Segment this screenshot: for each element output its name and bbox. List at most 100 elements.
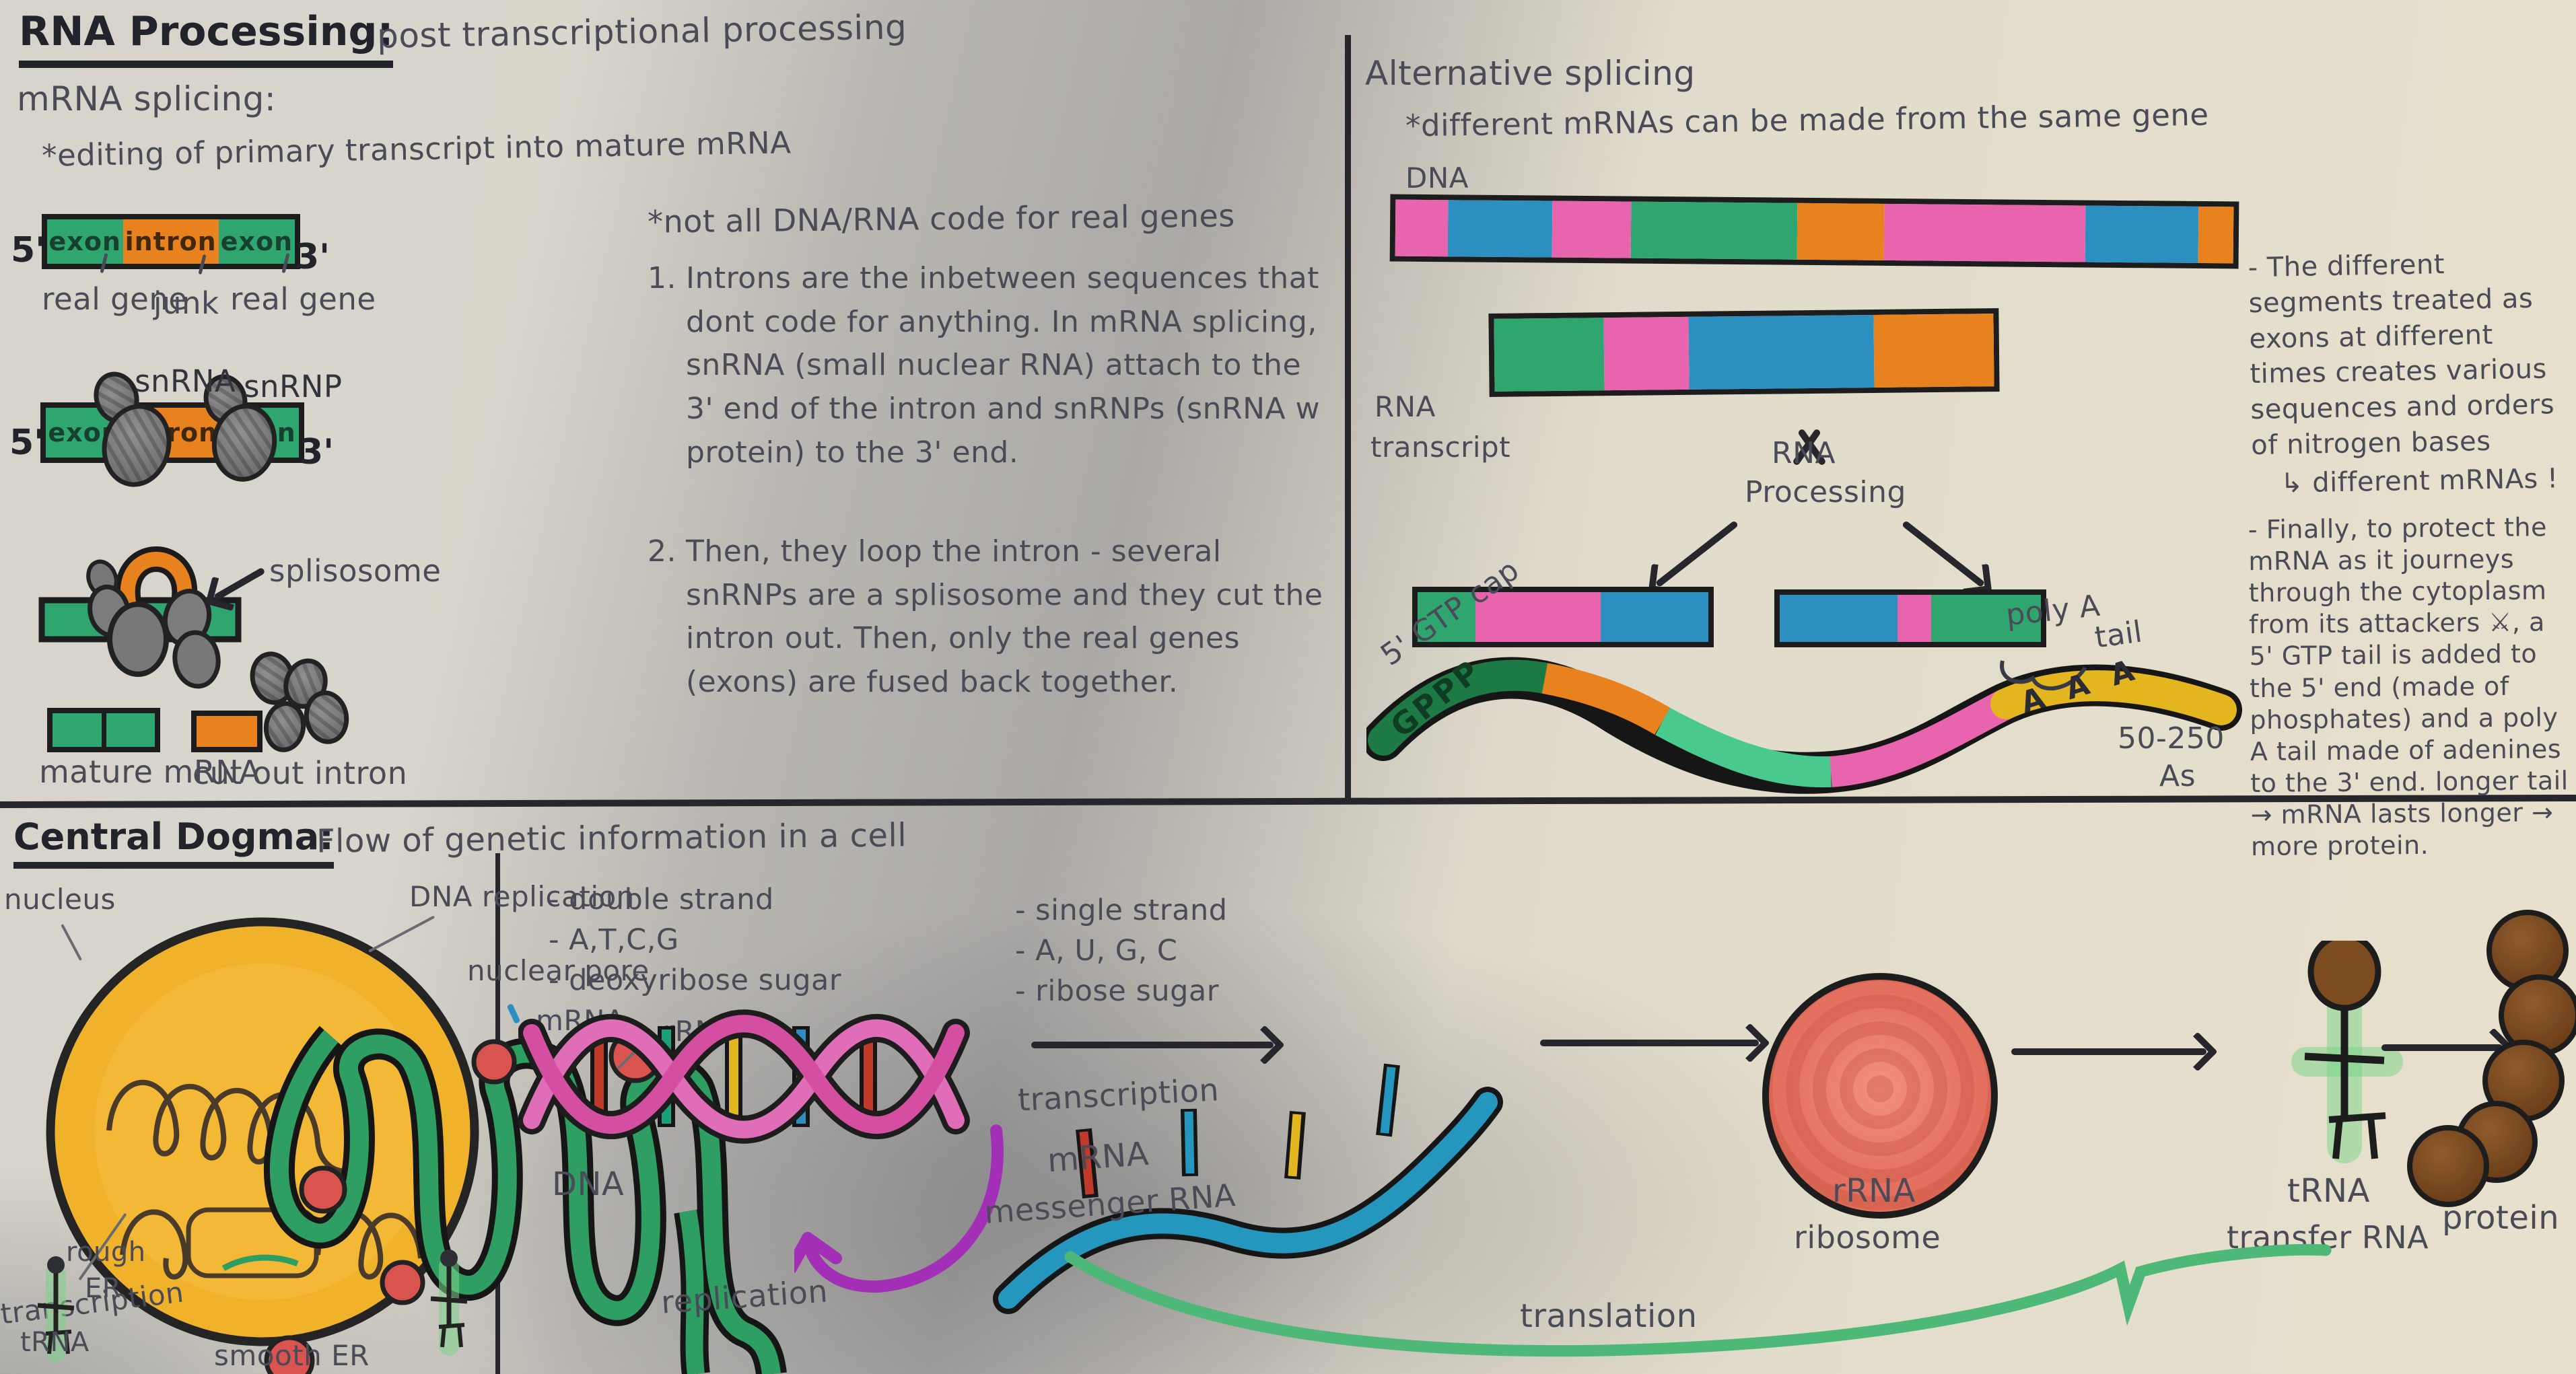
point-2-number: 2. (648, 534, 676, 569)
d2-five-prime: 5' (9, 423, 45, 463)
alt-result-bar-b (1774, 589, 2046, 647)
point-1-text: Introns are the inbetween sequences that… (685, 261, 1321, 470)
ribosome-dot (299, 1165, 347, 1214)
ribosome-circle (1762, 973, 1998, 1219)
mrna-to-ribosome-arrow (1540, 1040, 1759, 1046)
trna-head (440, 1250, 458, 1267)
trna-amino-acid (2307, 941, 2381, 1011)
dna-note-line-3: - deoxyribose sugar (549, 964, 842, 997)
ribosome-dot (264, 1335, 315, 1374)
mrna-note-line-2: - A, U, G, C (1015, 934, 1178, 968)
bar-segment (1873, 314, 1994, 388)
mrna-base-ticks (1076, 1063, 1400, 1199)
splicing-point-1: 1. Introns are the inbetween sequences t… (648, 257, 1331, 474)
trna-base (438, 1323, 465, 1348)
dna-label: DNA (552, 1165, 625, 1203)
translation-brace (1064, 1243, 2332, 1357)
processing-arrow-left (1655, 520, 1739, 588)
alt-rna-transcript-bar (1488, 308, 2000, 397)
alt-splicing-note: *different mRNAs can be made from the sa… (1405, 96, 2209, 144)
trna-small-label: tRNA (20, 1327, 90, 1358)
ribbon-green-segment (1655, 707, 1832, 788)
replication-arrowhead (794, 1232, 842, 1274)
trna-crossbar (430, 1296, 468, 1304)
dna-note-line-1: - double strand (549, 883, 774, 916)
page-subtitle: post transcriptional processing (376, 7, 907, 56)
mrna-splicing-heading: mRNA splicing: (17, 79, 277, 118)
protein-label: protein (2442, 1199, 2560, 1237)
bar-segment (1688, 314, 1875, 390)
trna-base (45, 1330, 72, 1354)
page-title-text: RNA Processing: (19, 8, 394, 55)
rrna-label-1: rRNA (1832, 1172, 1916, 1210)
snrnp-label: snRNP (244, 369, 343, 404)
rough-er-label-2: ER (85, 1273, 122, 1304)
caret-up-icon (1782, 392, 1836, 432)
alt-rna-label-2: transcript (1370, 431, 1511, 464)
point-1-number: 1. (648, 261, 676, 295)
rna-processing-label-2: Processing (1745, 475, 1906, 509)
cut-intron-bar (191, 711, 263, 752)
bar-segment (1883, 203, 2085, 262)
bar-segment (1897, 595, 1932, 642)
alt-note-2: - Finally, to protect the mRNA as it jou… (2248, 512, 2569, 862)
intron-loop (120, 552, 193, 608)
bar-segment (197, 716, 257, 747)
cut-intron-label: cut out intron (193, 755, 408, 791)
vertical-divider-top (1345, 35, 1351, 802)
bar-segment (53, 713, 102, 747)
trna-crossbar (37, 1303, 75, 1311)
alt-note-1b: ↳ different mRNAs ! (2280, 463, 2558, 499)
bar-segment: intron (123, 219, 219, 264)
spliceosome-drawing (38, 546, 242, 689)
gtp-cap-segment (1368, 659, 1560, 756)
rna-processing-label-1: RNA (1772, 436, 1836, 470)
mature-mrna-label: mature mRNA (39, 754, 261, 790)
dna-note-line-2: - A,T,C,G (549, 923, 679, 957)
alt-note-1: - The different segments treated as exon… (2248, 249, 2555, 462)
bar-segment (1494, 318, 1605, 392)
alt-rna-label-1: RNA (1374, 390, 1436, 423)
poly-a-count-2: As (2159, 759, 2196, 793)
rough-er-label-1: rough (66, 1237, 146, 1268)
poly-a-label-2: tail (2092, 614, 2145, 655)
ribosome-dot (471, 1039, 517, 1085)
replication-arc (802, 1124, 1004, 1293)
nucleus-label: nucleus (4, 883, 116, 916)
trna-figure (2291, 941, 2403, 1163)
processing-arrow-right (1901, 520, 1986, 588)
point-2-text: Then, they loop the intron - several snR… (685, 534, 1323, 700)
d1-label-real-gene-2: real gene (230, 281, 376, 317)
trna-head (47, 1256, 65, 1274)
bar-segment (1475, 592, 1601, 642)
bar-segment (101, 713, 155, 747)
central-dogma-subtitle: Flow of genetic information in a cell (316, 816, 907, 861)
bar-segment: exon (218, 219, 295, 264)
alt-splicing-heading: Alternative splicing (1365, 54, 1696, 93)
bar-segment (1603, 316, 1690, 391)
d1-label-real-gene-1: real gene (42, 281, 188, 317)
helix-strand-magenta (523, 1015, 965, 1134)
replication-arrow (794, 1124, 1004, 1293)
bar-segment (1601, 592, 1709, 642)
bar-segment (1931, 595, 2041, 642)
bar-segment (1797, 203, 1885, 260)
bar-segment (1447, 200, 1553, 258)
smooth-er-label: smooth ER (214, 1339, 370, 1372)
chromatin-squiggle-lower-left (120, 1209, 188, 1280)
d1-five-prime: 5' (11, 230, 46, 270)
bar-segment (1395, 199, 1449, 257)
poly-a-segment (1990, 670, 2237, 725)
bar-segment (1552, 201, 1632, 258)
trna-label-1: tRNA (2287, 1172, 2370, 1210)
trna-base (2328, 1112, 2386, 1159)
rrna-label-2: ribosome (1794, 1219, 1941, 1256)
bar-segment (1780, 595, 1898, 642)
mature-mrna-bar (47, 708, 160, 752)
bar-segment: exon (47, 219, 123, 264)
translation-curve (1064, 1243, 2332, 1357)
alt-result-bar-a (1412, 587, 1714, 647)
dna-helix-drawing (518, 1009, 970, 1144)
poly-a-brace (2000, 660, 2087, 690)
